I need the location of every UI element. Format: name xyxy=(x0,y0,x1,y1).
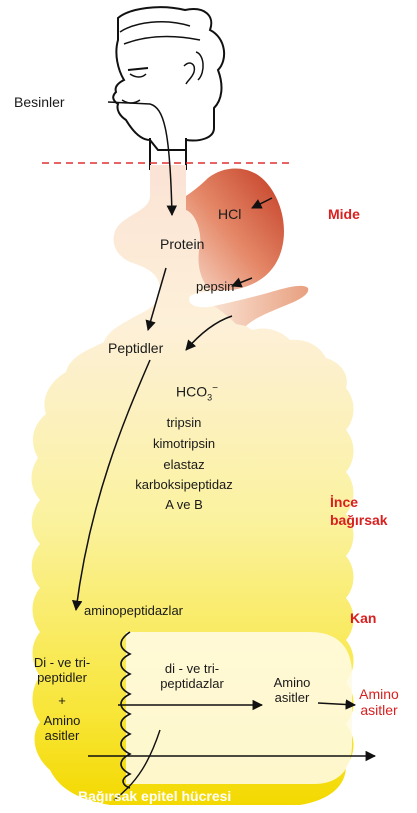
dipep-line2: peptidazlar xyxy=(140,677,244,692)
label-kan: Kan xyxy=(350,610,376,626)
label-tripsin: tripsin xyxy=(140,416,228,431)
head-icon xyxy=(113,7,224,150)
amino-lumen-line1: Amino xyxy=(12,714,112,729)
label-hcl: HCl xyxy=(218,206,241,222)
amino-cell-line2: asitler xyxy=(262,691,322,706)
amino-cell-line1: Amino xyxy=(262,676,322,691)
label-bagirsak: bağırsak xyxy=(330,512,388,528)
label-kimotripsin: kimotripsin xyxy=(130,437,238,452)
label-aminopeptidazlar: aminopeptidazlar xyxy=(84,604,183,619)
label-amino-asitler-blood: Amino asitler xyxy=(346,686,412,718)
label-di-ve-tri-peptidazlar: di - ve tri- peptidazlar xyxy=(140,662,244,692)
label-mide: Mide xyxy=(328,206,360,222)
label-pepsin: pepsin xyxy=(196,280,234,295)
label-amino-asitler-cell: Amino asitler xyxy=(262,676,322,706)
label-karboksipeptidaz: karboksipeptidaz xyxy=(114,478,254,493)
hco3-base: HCO xyxy=(176,384,207,400)
label-di-ve-tri-peptidler: Di - ve tri- peptidler xyxy=(12,656,112,686)
amino-blood-line2: asitler xyxy=(346,702,412,718)
di-ve-tri-line2: peptidler xyxy=(12,671,112,686)
label-besinler: Besinler xyxy=(14,94,65,110)
amino-lumen-line2: asitler xyxy=(12,729,112,744)
label-plus: + xyxy=(50,694,74,709)
label-a-ve-b: A ve B xyxy=(140,498,228,513)
hco3-superscript: − xyxy=(212,383,218,394)
label-peptidler: Peptidler xyxy=(108,340,163,356)
label-protein: Protein xyxy=(160,236,204,252)
label-ince: İnce xyxy=(330,494,358,510)
stomach-shape xyxy=(186,168,284,290)
amino-blood-line1: Amino xyxy=(346,686,412,702)
label-epitel-hucresi: Bağırsak epitel hücresi xyxy=(78,788,231,804)
label-hco3: HCO3− xyxy=(176,383,218,403)
label-amino-asitler-lumen: Amino asitler xyxy=(12,714,112,744)
label-elastaz: elastaz xyxy=(140,458,228,473)
dipep-line1: di - ve tri- xyxy=(140,662,244,677)
di-ve-tri-line1: Di - ve tri- xyxy=(12,656,112,671)
epithelial-cell-shape xyxy=(126,632,352,784)
